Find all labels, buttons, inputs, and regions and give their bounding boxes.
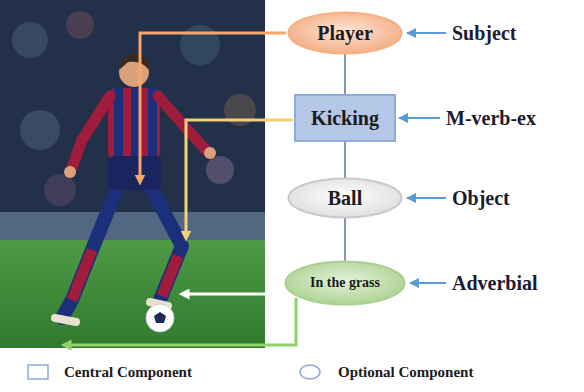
label-arrow: [407, 32, 446, 34]
leader-line: [140, 33, 286, 180]
connector-line: [344, 54, 346, 95]
node-text: In the grass: [310, 275, 380, 290]
player-figure: [55, 54, 216, 332]
legend-box-swatch: [27, 364, 49, 380]
optional-ellipse: Ball: [287, 177, 403, 219]
leader-line: [66, 298, 296, 345]
leader-line: [184, 200, 286, 294]
node-text: Kicking: [311, 107, 379, 129]
role-label: Subject: [452, 22, 516, 44]
label-arrow: [410, 282, 446, 284]
leader-line: [186, 120, 293, 236]
label-arrow: [399, 117, 440, 119]
connector-line: [344, 218, 346, 261]
role-label: M-verb-ex: [446, 107, 536, 129]
legend-text: Optional Component: [338, 364, 473, 381]
role-label: Adverbial: [452, 272, 538, 294]
legend-text: Central Component: [64, 364, 192, 381]
optional-ellipse: In the grass: [284, 260, 406, 306]
legend-ellipse-swatch: [299, 364, 321, 380]
node-text: Ball: [328, 187, 362, 209]
connector-line: [344, 141, 346, 178]
role-label: Object: [452, 187, 510, 209]
central-box: Kicking: [294, 94, 396, 142]
label-arrow: [407, 197, 446, 199]
optional-ellipse: Player: [287, 11, 403, 55]
node-text: Player: [317, 22, 373, 44]
